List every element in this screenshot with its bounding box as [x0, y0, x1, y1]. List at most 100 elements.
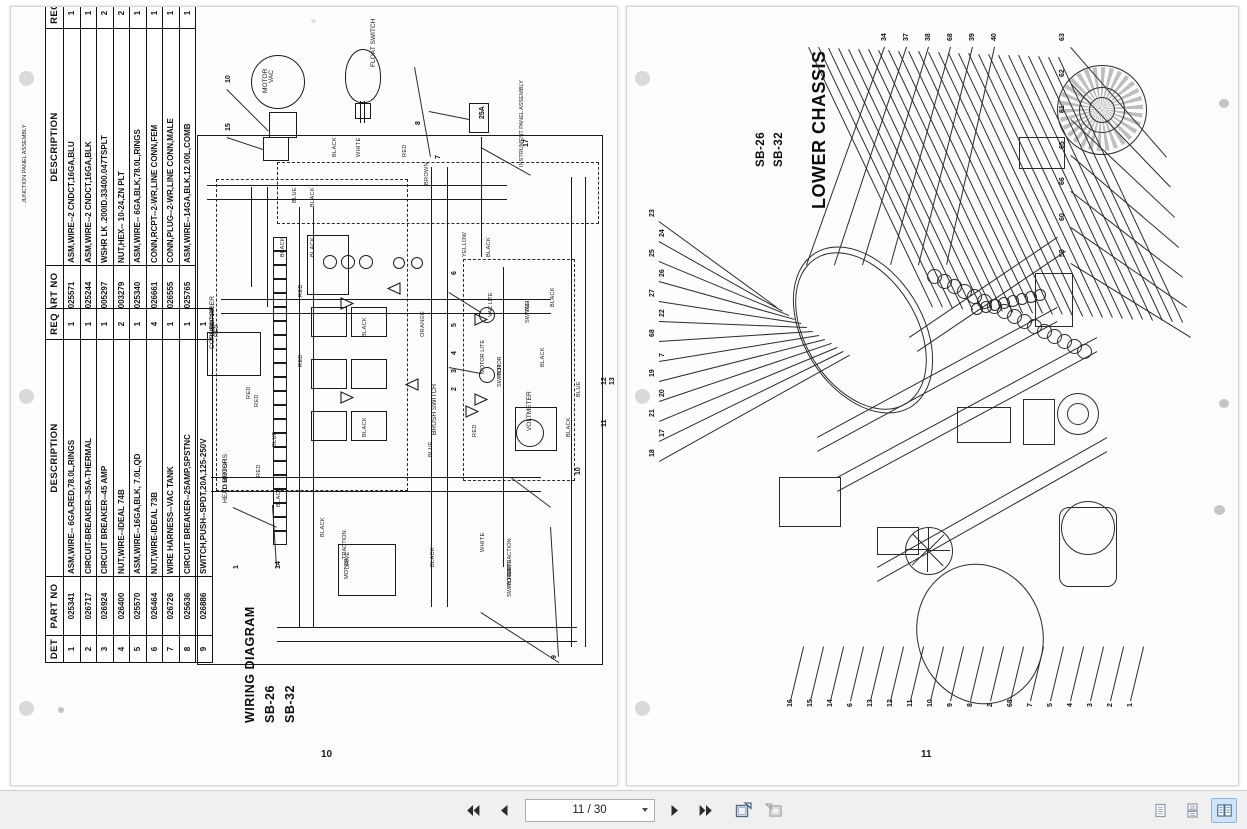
callout-number: 25A [479, 106, 486, 119]
callout-number: 9 [551, 655, 558, 659]
component-box [273, 363, 287, 377]
component-box [273, 321, 287, 335]
chassis-part [779, 477, 841, 527]
callout-number: 2 [451, 387, 458, 391]
wire-color-label: BLUE [272, 431, 278, 447]
wire-segment [207, 199, 507, 200]
component-box [273, 349, 287, 363]
component-box [273, 307, 287, 321]
fit-width-button[interactable] [763, 799, 785, 821]
callout-number: 5 [1047, 703, 1054, 707]
diagram-label: SWITCH [525, 300, 531, 323]
component-box [355, 103, 371, 119]
chevron-left-icon [501, 804, 508, 816]
callout-number: 3 [451, 369, 458, 373]
facing-pages-icon [1216, 803, 1232, 817]
callout-number: 39 [969, 33, 976, 41]
wire-color-label: RED [246, 386, 252, 399]
component-box [515, 407, 557, 451]
viewer-toolbar: 11 / 30 [0, 790, 1247, 829]
callout-number: 21 [649, 409, 656, 417]
wire-color-label: BLACK [310, 237, 316, 257]
component-symbol [323, 255, 337, 269]
tire-tread-texture [1059, 67, 1143, 151]
single-page-icon [1154, 803, 1166, 817]
wire-color-label: BLACK [550, 287, 556, 307]
page-number-right: 11 [921, 749, 932, 760]
enclosure-boundary [277, 162, 599, 224]
callout-number: 15 [225, 123, 232, 131]
chassis-part [1057, 393, 1099, 435]
scan-artifact [1214, 505, 1225, 515]
wire-color-label: BLACK [310, 187, 316, 207]
first-page-icon [467, 804, 480, 816]
page-indicator-text: 11 / 30 [572, 804, 607, 816]
component-box [273, 503, 287, 517]
callout-number: 6 [451, 271, 458, 275]
scan-artifact [635, 701, 650, 716]
previous-page-button[interactable] [494, 799, 516, 821]
component-box [273, 391, 287, 405]
component-box [273, 489, 287, 503]
wheel-spoke [927, 550, 928, 572]
component-box [273, 377, 287, 391]
page-number-input[interactable]: 11 / 30 [524, 798, 655, 822]
diagram-label: INSTRUMENT PANEL ASSEMBLY [519, 80, 525, 167]
first-page-button[interactable] [463, 799, 485, 821]
callout-leader [658, 221, 777, 308]
component-box [311, 307, 347, 337]
component-box [351, 307, 387, 337]
facing-pages-view-button[interactable] [1211, 797, 1237, 823]
callout-number: 3 [1087, 703, 1094, 707]
callout-leader [659, 339, 826, 382]
wire-color-label: WHITE [480, 532, 486, 552]
callout-number: 7 [435, 155, 442, 159]
flow-arrow [454, 399, 480, 418]
component-box [273, 475, 287, 489]
chevron-down-icon[interactable] [641, 807, 648, 812]
callout-leader [890, 647, 904, 702]
pdf-viewer: 10 DET PART NO DESCRIPTION REQ 10025571A… [10, 6, 1239, 797]
fit-page-button[interactable] [732, 799, 754, 821]
callout-leader [870, 647, 884, 702]
scan-artifact [635, 389, 650, 404]
diagram-label: MOTOR [344, 558, 350, 579]
wire-color-label: BROWN [424, 162, 430, 185]
float-switch-symbol [345, 49, 381, 103]
scan-artifact [19, 701, 34, 716]
diagram-label: MOTOR LITE [480, 339, 486, 374]
wire-segment [503, 267, 504, 567]
callout-leader [1110, 647, 1124, 702]
callout-number: 38 [925, 33, 932, 41]
callout-number: 60 [1059, 213, 1066, 221]
component-symbol [516, 419, 544, 447]
callout-number: 23 [649, 209, 656, 217]
callout-leader [1070, 647, 1084, 702]
callout-number: 5 [451, 323, 458, 327]
chevron-right-icon [671, 804, 678, 816]
wire-color-label: BLACK [320, 517, 326, 537]
page-left[interactable]: 10 DET PART NO DESCRIPTION REQ 10025571A… [10, 6, 618, 786]
callout-number: 10 [225, 75, 232, 83]
wire-color-label: BLUE [428, 441, 434, 457]
component-box [469, 103, 489, 133]
single-page-view-button[interactable] [1147, 798, 1173, 823]
chassis-part [1089, 97, 1115, 123]
continuous-view-button[interactable] [1179, 798, 1205, 823]
diagram-label: BRUSH SWITCH [431, 384, 438, 435]
wire-color-label: BLACK [332, 137, 338, 157]
scan-artifact [19, 71, 34, 86]
wheel-spoke [928, 528, 929, 550]
component-symbol [341, 255, 355, 269]
flow-arrow [329, 291, 355, 310]
wire-color-label: RED [298, 284, 304, 297]
next-page-button[interactable] [664, 799, 686, 821]
last-page-button[interactable] [695, 799, 717, 821]
callout-leader [658, 321, 807, 328]
wire-color-label: RED [254, 394, 260, 407]
wire-color-label: RED [256, 464, 262, 477]
scan-artifact [1219, 399, 1229, 408]
component-box [273, 419, 287, 433]
